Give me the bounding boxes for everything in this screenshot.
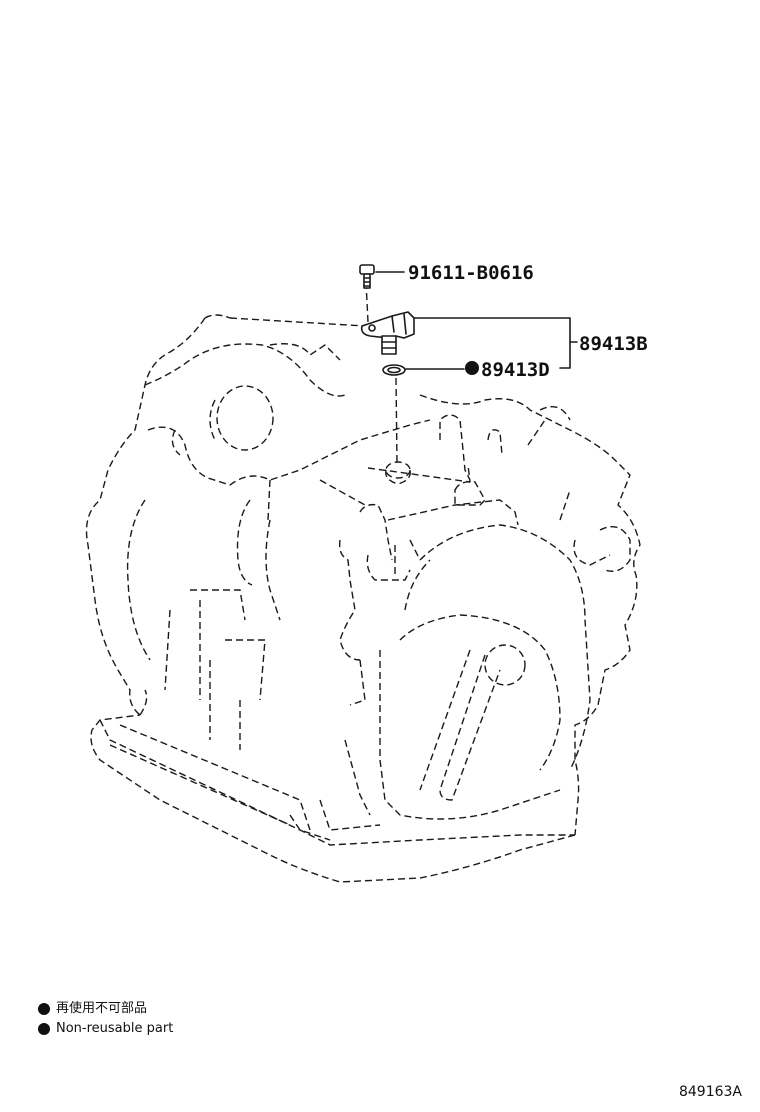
callout-sensor: 89413B [579,333,648,355]
callout-labels: 91611-B0616 89413B 89413D [408,262,648,381]
legend-jp-text: 再使用不可部品 [56,1001,148,1016]
legend-jp: 再使用不可部品 [38,1000,147,1018]
o-ring-part [382,364,406,376]
speed-sensor-part [360,311,415,355]
leader-lines [375,271,578,370]
transmission-housing [85,281,641,883]
bullet-icon [38,1003,50,1015]
callout-oring: 89413D [481,359,550,381]
legend-en: Non-reusable part [38,1020,173,1038]
legend-en-text: Non-reusable part [56,1021,174,1036]
bolt-part [359,264,375,289]
callout-bolt: 91611-B0616 [408,262,534,284]
bullet-icon [38,1023,50,1035]
figure-id: 849163A [678,1084,742,1100]
non-reusable-marker [465,361,479,375]
